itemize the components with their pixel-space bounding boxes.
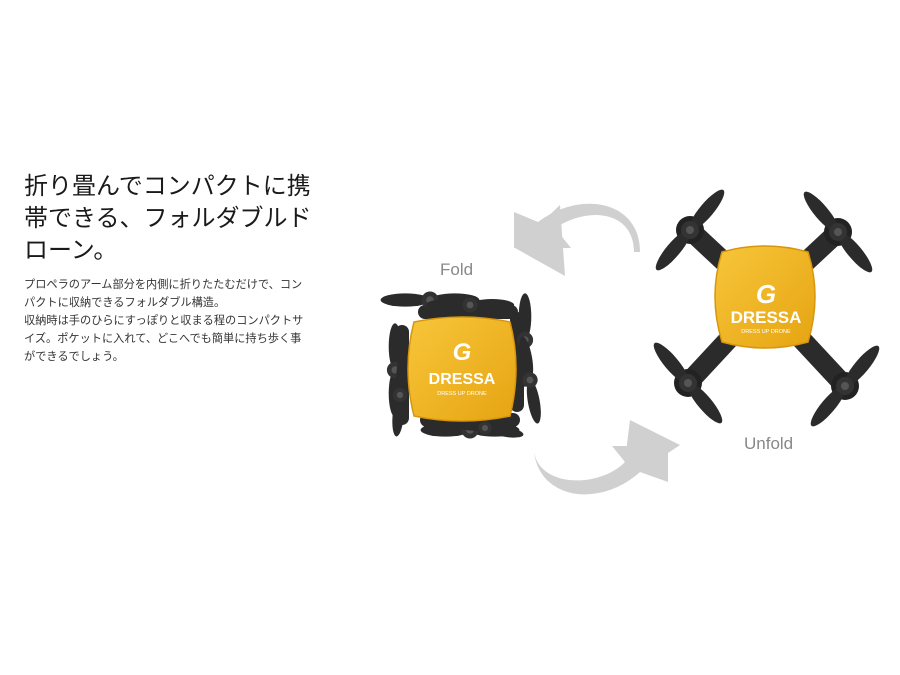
unfold-label: Unfold: [744, 434, 794, 453]
unfolded-drone: G DRESSA DRESS UP DRONE: [647, 184, 886, 432]
drone-tagline-text: DRESS UP DRONE: [437, 391, 487, 397]
drone-brand-text: DRESSA: [731, 308, 802, 327]
curved-arrow-left-icon: [514, 203, 640, 276]
heading-line: ローン。: [24, 236, 118, 264]
description-line: パクトに収納できるフォルダブル構造。: [24, 296, 226, 309]
drone-tagline-text: DRESS UP DRONE: [741, 329, 791, 335]
feature-heading: 折り畳んでコンパクトに携 帯できる、フォルダブルド ローン。: [24, 170, 324, 266]
heading-line: 帯できる、フォルダブルド: [24, 204, 312, 232]
drone-brand-text: DRESSA: [429, 371, 496, 388]
description-line: ができるでしょう。: [24, 350, 124, 363]
description-line: プロペラのアーム部分を内側に折りたたむだけで、コン: [24, 278, 303, 291]
feature-description: プロペラのアーム部分を内側に折りたたむだけで、コン パクトに収納できるフォルダブ…: [24, 276, 344, 366]
drone-logo-mark: G: [756, 279, 776, 309]
heading-line: 折り畳んでコンパクトに携: [24, 172, 311, 200]
description-line: 収納時は手のひらにすっぽりと収まる程のコンパクトサ: [24, 314, 304, 327]
drone-logo-mark: G: [453, 339, 472, 366]
curved-arrow-right-icon: [534, 420, 680, 495]
description-line: イズ。ポケットに入れて、どこへでも簡単に持ち歩く事: [24, 332, 302, 345]
fold-label: Fold: [440, 260, 474, 279]
folded-drone: G DRESSA DRESS UP DRONE: [380, 291, 546, 442]
